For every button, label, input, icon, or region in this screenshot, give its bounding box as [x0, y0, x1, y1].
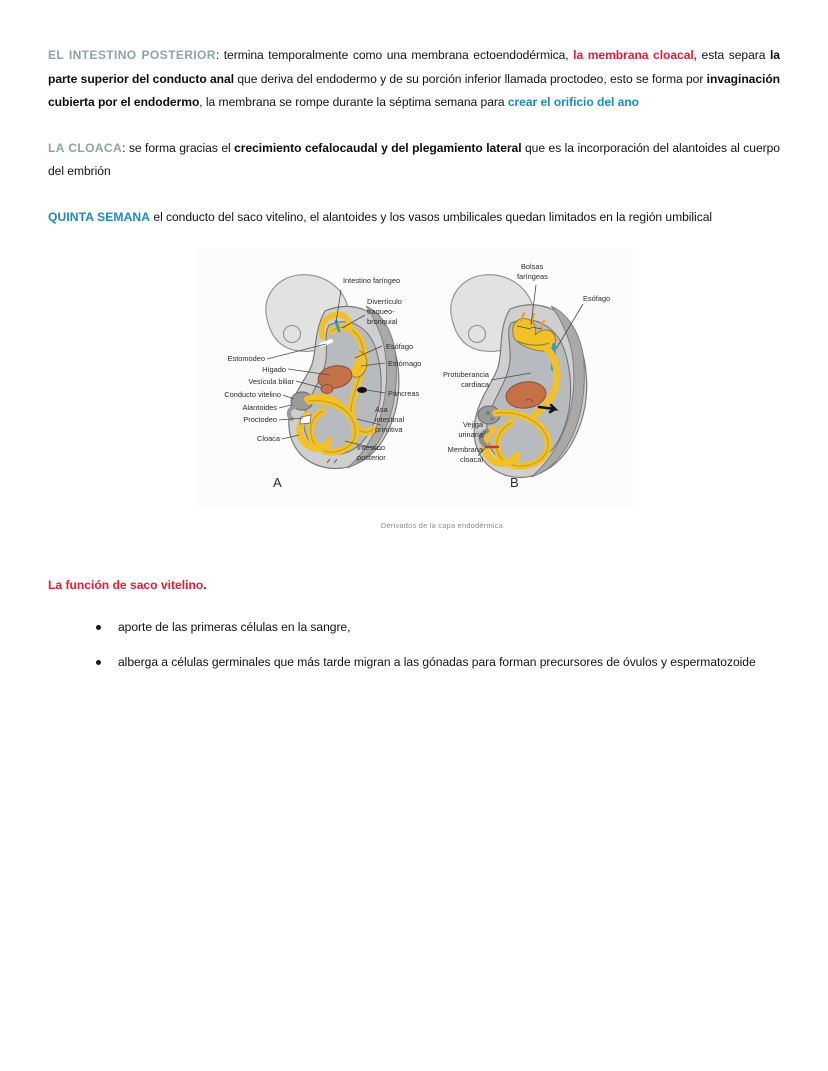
- panel-a-leaders-left: [266, 344, 331, 440]
- label-protuberancia-2: cardiaca: [461, 380, 490, 389]
- label-asa-1: Asa: [375, 405, 389, 414]
- embryo-b-midgut-outline: [495, 412, 549, 467]
- document-content: EL INTESTINO POSTERIOR: termina temporal…: [48, 44, 780, 689]
- label-intestino-posterior-1: Intestino: [357, 443, 385, 452]
- label-conducto-vitelino: Conducto vitelino: [224, 390, 281, 399]
- p1-bold-conducto-anal: la parte superior del conducto anal: [48, 48, 780, 86]
- funcion-saco-vitelino-list: aporte de las primeras células en la san…: [48, 618, 780, 673]
- panel-b-labels: Bolsas faríngeas Esófago: [517, 262, 610, 303]
- panel-a: Intestino faríngeo Divertículo traqueo- …: [224, 274, 421, 490]
- label-higado: Hígado: [262, 365, 286, 374]
- p1-segment-3: que deriva del endodermo y de su porción…: [234, 71, 707, 86]
- paragraph-intestino-posterior: EL INTESTINO POSTERIOR: termina temporal…: [48, 44, 780, 115]
- label-esofago-b: Esófago: [583, 294, 610, 303]
- embryo-a-allantois: [286, 405, 296, 422]
- p2-segment-2: que es la incorporación del alantoides a…: [48, 140, 780, 179]
- figure-caption: Derivados de la capa endodérmica: [380, 521, 504, 531]
- p3-segment-1: el conducto del saco vitelino, el alanto…: [150, 209, 713, 224]
- embryo-a-liver: [317, 365, 353, 390]
- embryo-a-pharyngeal-gut: [318, 312, 353, 341]
- panel-b-letter: B: [510, 475, 519, 490]
- embryo-a-gallbladder: [320, 384, 334, 395]
- label-protuberancia-1: Protuberancia: [443, 370, 490, 379]
- label-diverticulo-1: Divertículo: [367, 297, 402, 306]
- label-cloaca: Cloaca: [257, 434, 281, 443]
- embryo-a-pancreas: [357, 387, 367, 394]
- panel-b-labels-left: Protuberancia cardiaca Vejiga urinaria M…: [443, 370, 490, 464]
- label-asa-2: intestinal: [375, 415, 405, 424]
- embryo-b-stalk-vessel-1: [486, 411, 490, 416]
- embryo-a-body-rim: [346, 306, 397, 469]
- list-item: alberga a células germinales que más tar…: [96, 653, 780, 672]
- figure-container: Intestino faríngeo Divertículo traqueo- …: [48, 249, 780, 530]
- panel-a-labels-left: Estomodeo Hígado Vesícula biliar Conduct…: [224, 354, 294, 443]
- embryo-endoderm-figure: Intestino faríngeo Divertículo traqueo- …: [195, 249, 633, 510]
- label-bolsas-2: faríngeas: [517, 272, 548, 281]
- p1-segment-2: esta separa: [697, 48, 770, 62]
- panel-a-letter: A: [273, 475, 282, 490]
- embryo-b-foregut: [531, 345, 561, 419]
- embryo-a-tracheobronchial-diverticulum: [334, 319, 341, 333]
- p1-segment-1: : termina temporalmente como una membran…: [215, 48, 574, 62]
- panel-b: Bolsas faríngeas Esófago Protuberancia c…: [443, 262, 610, 490]
- embryo-b-body-rim: [530, 306, 585, 478]
- p2-bold-crecimiento: crecimiento cefalocaudal y del plegamien…: [234, 140, 522, 155]
- embryo-b-eye: [467, 325, 487, 344]
- panel-b-leaders: [477, 285, 584, 457]
- panel-a-labels-right: Intestino faríngeo Divertículo traqueo- …: [343, 276, 421, 462]
- p2-segment-1: : se forma gracias el: [122, 140, 235, 155]
- label-membrana-2: cloacal: [460, 455, 483, 464]
- label-intestino-faringeo: Intestino faríngeo: [343, 276, 400, 285]
- funcion-saco-vitelino-text: La función de saco vitelino: [48, 578, 204, 593]
- label-estomago: Estómago: [388, 359, 421, 368]
- label-pancreas: Páncreas: [388, 389, 420, 398]
- embryo-b-stalk-vessel-2: [490, 417, 494, 422]
- list-item: aporte de las primeras células en la san…: [96, 618, 780, 637]
- embryo-a-midgut-outline: [308, 400, 356, 453]
- p1-emphasis-orificio-ano: crear el orificio del ano: [507, 95, 639, 110]
- label-diverticulo-3: bronquial: [367, 317, 398, 326]
- label-intestino-posterior-2: posterior: [357, 453, 386, 462]
- p1-emphasis-membrana-cloacal: la membrana cloacal,: [573, 48, 697, 62]
- embryo-b-hindgut: [481, 425, 521, 468]
- label-proctodeo: Proctodeo: [243, 415, 277, 424]
- embryo-a-eye: [282, 325, 302, 344]
- panel-a-leaders-right: [335, 290, 386, 451]
- embryo-diagram-svg: Intestino faríngeo Divertículo traqueo- …: [195, 249, 633, 510]
- label-diverticulo-2: traqueo-: [367, 307, 395, 316]
- funcion-saco-vitelino-period: .: [203, 578, 207, 593]
- embryo-b-arrow-marker: [537, 404, 559, 414]
- label-asa-3: primitiva: [375, 425, 403, 434]
- label-estomodeo: Estomodeo: [228, 354, 265, 363]
- embryo-a-stomodeum: [319, 339, 333, 348]
- label-vesicula-biliar: Vesícula biliar: [248, 377, 294, 386]
- label-bolsas-1: Bolsas: [521, 262, 543, 271]
- label-alantoides: Alantoides: [242, 403, 277, 412]
- embryo-a-proctodeum: [299, 414, 312, 425]
- heading-la-cloaca: LA CLOACA: [48, 140, 123, 155]
- label-esofago-a: Esófago: [386, 342, 413, 351]
- embryo-b-liver: [505, 381, 547, 410]
- p1-bold-invaginacion: invaginación cubierta por el endodermo: [48, 71, 780, 110]
- p1-segment-4: , la membrana se rompe durante la séptim…: [199, 95, 508, 110]
- heading-quinta-semana: QUINTA SEMANA: [48, 209, 151, 224]
- section-heading-funcion-saco-vitelino: La función de saco vitelino.: [48, 576, 780, 595]
- label-membrana-1: Membrana: [448, 445, 484, 454]
- heading-intestino-posterior: EL INTESTINO POSTERIOR: [48, 48, 216, 62]
- embryo-a-stomach: [349, 351, 368, 379]
- label-vejiga-2: urinaria: [458, 430, 484, 439]
- embryo-b-pharyngeal-pouches: [512, 312, 556, 352]
- paragraph-quinta-semana: QUINTA SEMANA el conducto del saco vitel…: [48, 206, 780, 230]
- embryo-a-tail-mark: [326, 459, 338, 464]
- paragraph-la-cloaca: LA CLOACA: se forma gracias el crecimien…: [48, 137, 780, 184]
- label-vejiga-1: Vejiga: [463, 420, 484, 429]
- embryo-b-liver-detail: [524, 399, 534, 404]
